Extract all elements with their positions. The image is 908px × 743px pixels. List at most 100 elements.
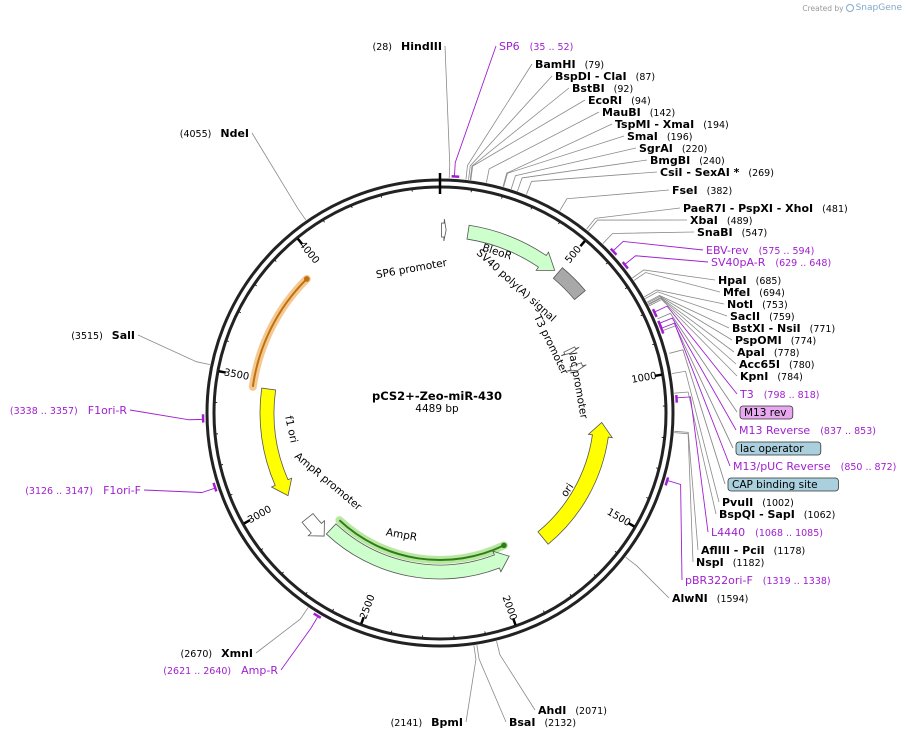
site-position: (759): [769, 312, 795, 323]
primer-amp-r: (2621 .. 2640)Amp-R: [163, 664, 278, 677]
primer-position: (850 .. 872): [841, 462, 897, 473]
major-tick: [296, 237, 304, 245]
minor-tick: [640, 314, 643, 317]
orf-tracks: [248, 274, 508, 564]
primer-sv40pa-r: SV40pA-R(629 .. 648): [711, 256, 831, 269]
leader-afliii-pcii: [674, 430, 699, 551]
leader-bspdi-clai: [468, 75, 553, 180]
site-position: (28): [373, 42, 393, 53]
site-name: BamHI: [535, 58, 576, 71]
leader-acc65i: [648, 297, 737, 365]
primer-position: (3338 .. 3357): [10, 406, 78, 417]
leader-nspi: [674, 432, 694, 563]
primer-t3: T3(798 .. 818): [739, 388, 819, 401]
minor-tick: [624, 287, 628, 290]
site-position: (382): [707, 186, 733, 197]
site-kpni: KpnI(784): [740, 370, 803, 383]
site-position: (778): [774, 348, 800, 359]
primer-mark-f1ori-f: [212, 482, 218, 492]
site-fsei: FseI(382): [672, 184, 732, 197]
feature-sv40-poly-a-signal: [552, 267, 586, 301]
primer-name: SP6: [499, 40, 520, 53]
minor-tick: [646, 497, 649, 499]
minor-tick: [593, 574, 596, 577]
site-bmgbi: BmgBI (240): [650, 154, 725, 167]
site-position: (489): [727, 216, 753, 227]
leader-bamhi: [465, 63, 533, 180]
primer-position: (837 .. 853): [820, 426, 876, 437]
site-name: HpaI: [718, 274, 747, 287]
minor-tick: [652, 343, 655, 346]
primer-f1ori-f: (3126 .. 3147)F1ori-F: [25, 484, 141, 497]
site-position: (774): [791, 336, 817, 347]
minor-tick: [305, 591, 308, 595]
primer-name: F1ori-F: [103, 484, 141, 497]
site-position: (240): [699, 156, 725, 167]
minor-tick: [501, 196, 503, 199]
feature-arrows: [259, 218, 614, 580]
site-afliii-pcii: AflIII - PciI(1178): [701, 544, 805, 557]
site-bamhi: BamHI(79): [535, 58, 604, 71]
tick-label-3000: 3000: [246, 504, 274, 526]
site-position: (685): [756, 276, 782, 287]
primer-m13-reverse: M13 Reverse(837 .. 853): [739, 424, 876, 437]
primer-f1ori-r: (3338 .. 3357)F1ori-R: [10, 404, 127, 417]
leader-tspmi-xmai: [502, 123, 613, 187]
site-name: SgrAI: [639, 142, 673, 155]
primer-name: T3: [739, 388, 754, 401]
site-name: ApaI: [737, 346, 765, 359]
leader-lines: [129, 45, 738, 723]
leader-ndei: [251, 132, 307, 221]
badge-lac-operator: [735, 441, 822, 456]
primer-ebv-rev: EBV-rev (575 .. 594): [706, 244, 814, 257]
site-name: MauBI: [602, 106, 641, 119]
site-name: BmgBI: [650, 154, 690, 167]
leader-ecori: [470, 99, 586, 181]
site-position: (771): [810, 324, 836, 335]
site-position: (1062): [804, 510, 836, 521]
site-pvuii: PvuII(1002): [722, 496, 794, 509]
site-position: (694): [759, 288, 785, 299]
minor-tick: [543, 610, 545, 613]
orf-line-ampr-orf: [338, 519, 505, 561]
primer-l4440: L4440 (1068 .. 1085): [711, 526, 823, 539]
primer-name: L4440: [711, 526, 745, 539]
plasmid-name: pCS2+-Zeo-miR-430: [372, 389, 502, 403]
feature-sp6-promoter: [441, 218, 447, 242]
primer-leader-cap-binding-site: [669, 349, 726, 485]
leader-paer7i-pspxi-xhoi: [586, 207, 681, 230]
site-apai: ApaI (778): [737, 346, 799, 359]
leader-sali: [137, 334, 211, 365]
primer-leader-f1ori-r: [129, 409, 204, 421]
feature-t3-promoter: [560, 346, 580, 357]
site-position: (92): [614, 84, 634, 95]
badge-label-cap-binding-site: CAP binding site: [732, 479, 818, 491]
site-position: (780): [789, 360, 815, 371]
feature-label-ampr-promoter: AmpR promoter: [292, 450, 364, 513]
feature-bleor: [466, 224, 556, 271]
minor-tick: [274, 259, 277, 262]
site-name: AhdI: [538, 704, 566, 717]
leader-mfei: [633, 272, 721, 293]
site-bspdi-clai: BspDI - ClaI(87): [555, 70, 655, 83]
primer-leader-sv40pa-r: [624, 255, 709, 265]
leader-bstbi: [469, 87, 570, 180]
primer-leader-m13-puc-reverse: [661, 322, 731, 467]
site-ndei: (4055)NdeI: [180, 127, 249, 140]
tick-label-2500: 2500: [358, 593, 377, 621]
primer-position: (1068 .. 1085): [755, 528, 823, 539]
primer-position: (575 .. 594): [759, 246, 815, 257]
primer-name: EBV-rev: [706, 244, 749, 257]
minor-tick: [238, 311, 242, 314]
primer-mark-ebv-rev: [609, 247, 618, 256]
leader-ahdi: [496, 641, 536, 711]
site-position: (1594): [717, 594, 749, 605]
minor-tick: [614, 550, 617, 553]
site-hpai: HpaI (685): [718, 274, 781, 287]
major-tick: [360, 616, 365, 625]
minor-tick: [323, 220, 325, 223]
site-bspqi-sapi: BspQI - SapI(1062): [719, 508, 835, 521]
leader-apai: [648, 297, 735, 353]
site-noti: NotI(753): [727, 298, 788, 311]
primer-position: (2621 .. 2640): [163, 666, 231, 677]
